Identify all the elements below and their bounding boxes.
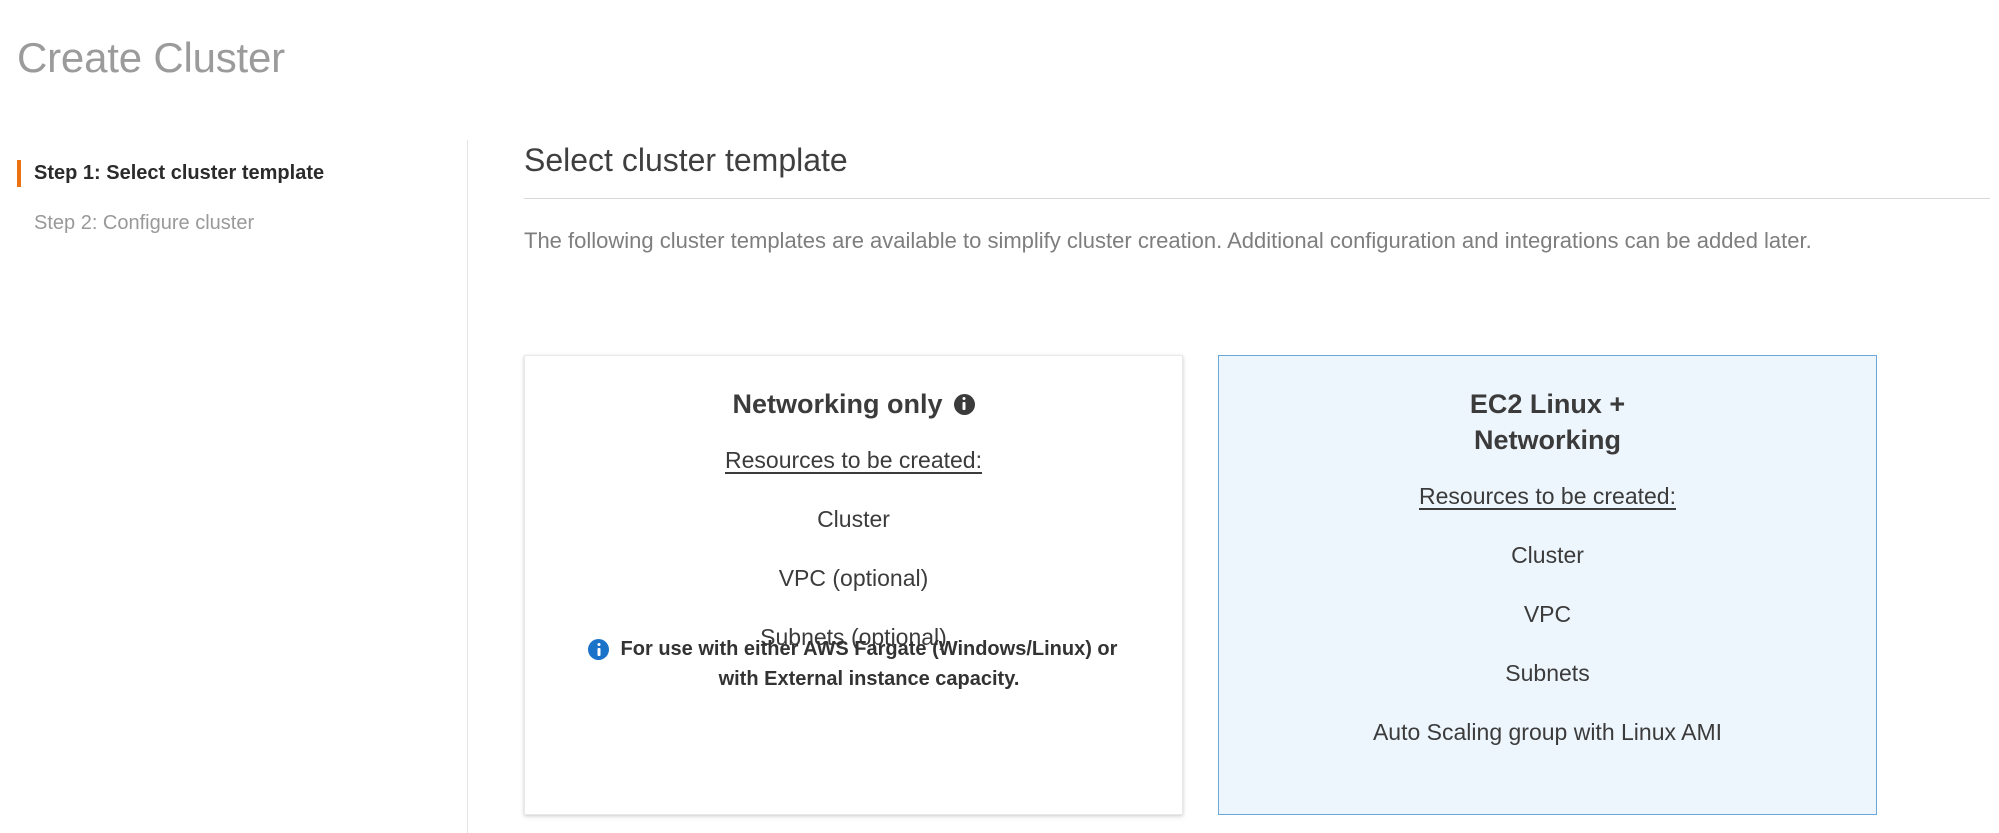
info-icon[interactable] [953, 393, 975, 415]
card-title-ec2-linux-networking: EC2 Linux + Networking [1243, 386, 1852, 458]
card-title-networking-only: Networking only [549, 386, 1158, 422]
list-item: VPC (optional) [778, 565, 929, 591]
page-title: Create Cluster [17, 34, 285, 81]
wizard-steps-nav: Step 1: Select cluster template Step 2: … [0, 140, 468, 833]
active-step-marker [17, 160, 21, 187]
list-item: Auto Scaling group with Linux AMI [1372, 719, 1723, 745]
resource-list-networking-only: Cluster VPC (optional) Subnets (optional… [549, 504, 1158, 652]
card-note-text: For use with either AWS Fargate (Windows… [620, 638, 1118, 690]
resources-label-wrapper: Resources to be created: [1243, 458, 1852, 511]
card-title-line-2: Networking [1473, 425, 1621, 455]
list-item: VPC [1523, 601, 1572, 627]
inactive-step-marker [17, 210, 21, 237]
resources-to-be-created-label: Resources to be created: [1419, 483, 1676, 509]
step-2-label: Step 2: Configure cluster [34, 212, 255, 234]
template-card-ec2-linux-networking[interactable]: EC2 Linux + Networking Resources to be c… [1218, 355, 1877, 815]
template-card-list: Networking only Resources to be created:… [524, 355, 1877, 815]
card-note-networking-only: For use with either AWS Fargate (Windows… [549, 634, 1158, 694]
resources-label-wrapper: Resources to be created: [549, 422, 1158, 475]
template-card-networking-only[interactable]: Networking only Resources to be created:… [524, 355, 1183, 815]
create-cluster-wizard: Step 1: Select cluster template Step 2: … [0, 140, 1999, 833]
resource-list-ec2-linux-networking: Cluster VPC Subnets Auto Scaling group w… [1243, 540, 1852, 747]
list-item: Cluster [1511, 542, 1584, 568]
step-1-label: Step 1: Select cluster template [34, 162, 325, 184]
resources-to-be-created-label: Resources to be created: [725, 447, 982, 473]
list-item: Cluster [817, 506, 890, 532]
list-item: Subnets (optional) [760, 624, 947, 650]
list-item: Subnets [1505, 660, 1590, 686]
card-title-line-1: EC2 Linux + [1469, 389, 1626, 419]
content-description: The following cluster templates are avai… [524, 228, 1812, 253]
heading-divider [524, 198, 1990, 199]
info-icon [588, 639, 609, 660]
content-heading: Select cluster template [524, 142, 848, 178]
content-panel: Select cluster template The following cl… [524, 140, 1990, 815]
sidebar-item-step-1[interactable]: Step 1: Select cluster template [17, 160, 324, 187]
card-title-text: Networking only [732, 389, 943, 419]
sidebar-item-step-2[interactable]: Step 2: Configure cluster [17, 210, 254, 237]
